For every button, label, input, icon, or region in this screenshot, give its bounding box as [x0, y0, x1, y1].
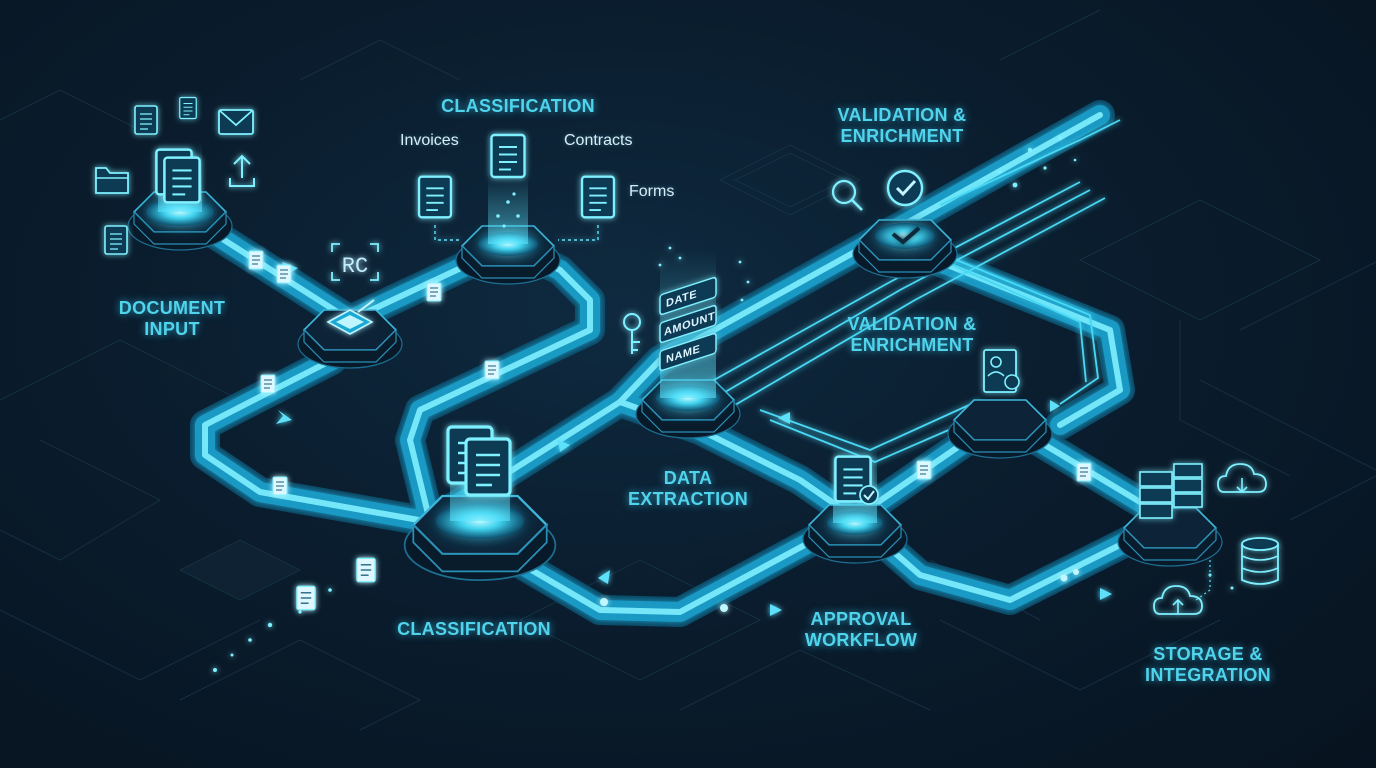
- label-approval-workflow: APPROVAL WORKFLOW: [804, 609, 918, 650]
- particles: [213, 136, 1234, 672]
- label-validation-mid: VALIDATION & ENRICHMENT: [847, 314, 977, 355]
- document-icon: [104, 225, 128, 255]
- user-document-icon: [983, 349, 1020, 393]
- category-invoices: Invoices: [400, 132, 459, 149]
- label-classification-top: CLASSIFICATION: [441, 96, 595, 116]
- scanner-icon: [326, 299, 375, 335]
- folder-icon: [95, 167, 129, 194]
- server-icon: [1139, 463, 1203, 519]
- database-icon: [1241, 537, 1279, 585]
- document-icon: [134, 105, 158, 135]
- node-classification-top: [455, 133, 561, 285]
- node-document-input: [127, 142, 233, 251]
- category-contracts: Contracts: [564, 132, 633, 149]
- extraction-field-date: DATE: [659, 276, 717, 316]
- label-classification-bottom: CLASSIFICATION: [397, 619, 551, 639]
- ocr-mark: RC: [342, 254, 368, 279]
- node-ocr-scanner: [297, 299, 403, 369]
- label-storage-integration: STORAGE & INTEGRATION: [1145, 644, 1271, 685]
- document-icon: [580, 175, 616, 219]
- upload-icon: [229, 154, 255, 187]
- cloud-download-icon: [1217, 463, 1267, 494]
- node-approval-workflow: [802, 445, 908, 564]
- checkmark-icon: [886, 169, 924, 207]
- document-icon: [179, 96, 197, 120]
- background-grid: [0, 9, 1376, 731]
- envelope-icon: [218, 109, 254, 135]
- key-icon: [623, 313, 641, 354]
- light-streams: [704, 119, 1121, 463]
- node-data-extraction: DATE AMOUNT NAME: [635, 250, 741, 439]
- ocr-bracket-icon: RC: [331, 243, 379, 281]
- cloud-upload-icon: [1153, 585, 1203, 615]
- magnifier-icon: [831, 179, 863, 211]
- flowing-documents: [248, 250, 1092, 612]
- label-document-input: DOCUMENT INPUT: [118, 298, 226, 339]
- label-validation-top: VALIDATION & ENRICHMENT: [837, 105, 967, 146]
- document-stack-icon: [155, 148, 201, 204]
- document-icon: [417, 175, 453, 219]
- node-classification-main: [403, 425, 557, 582]
- node-storage: [1117, 463, 1223, 567]
- document-approved-icon: [834, 455, 879, 505]
- document-icon: [490, 133, 526, 179]
- category-forms: Forms: [629, 183, 675, 200]
- node-validation-mid: [947, 349, 1053, 459]
- flow-arrows: [276, 262, 1112, 616]
- checkmark-icon: [891, 226, 921, 245]
- extraction-field-name: NAME: [659, 332, 717, 372]
- node-validation-top: [852, 169, 958, 279]
- label-data-extraction: DATA EXTRACTION: [628, 468, 748, 509]
